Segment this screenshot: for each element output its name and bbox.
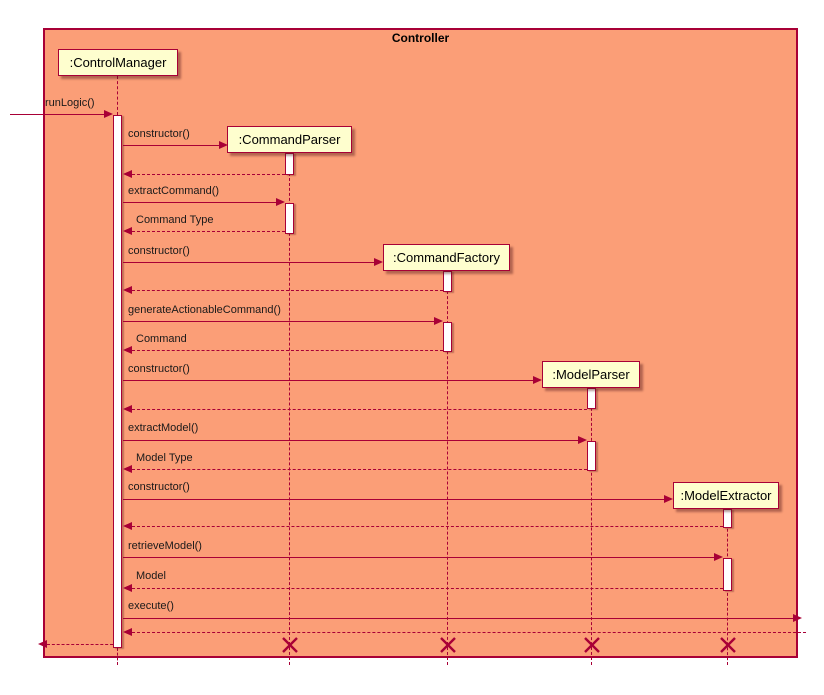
participant-commandfactory: :CommandFactory [383,244,510,271]
returnhead-runlogic-icon [38,640,47,648]
returnhead-command-icon [123,346,132,354]
destroy-commandfactory-icon [440,637,456,653]
returnhead-modelextractor-create-icon [123,522,132,530]
return-runlogic [47,644,113,645]
arrowhead-generateactionablecommand-icon [434,317,443,325]
returnhead-commandfactory-create-icon [123,286,132,294]
participant-controlmanager: :ControlManager [58,49,178,76]
activation-modelextractor-2 [723,558,732,591]
returnhead-model-icon [123,584,132,592]
arrowhead-extractcommand-icon [276,198,285,206]
return-model [132,588,723,589]
message-label: constructor() [128,245,190,257]
arrowhead-runlogic-icon [104,110,113,118]
message-label: execute() [128,600,174,612]
return-modelparser-create [132,409,587,410]
returnhead-commandparser-create-icon [123,170,132,178]
arrowhead-retrievemodel-icon [714,553,723,561]
activation-modelextractor-1 [723,509,732,528]
activation-modelparser-1 [587,388,596,409]
arrow-retrievemodel [123,557,714,558]
message-label: Model Type [136,452,193,464]
returnhead-modeltype-icon [123,465,132,473]
message-label: constructor() [128,363,190,375]
lifeline-commandfactory [447,271,448,665]
arrowhead-extractmodel-icon [578,436,587,444]
activation-modelparser-2 [587,441,596,471]
arrowhead-constructor-commandparser-icon [219,141,228,149]
message-label: extractCommand() [128,185,220,197]
activation-controlmanager [113,115,122,648]
lifeline-controlmanager-bottom [117,648,118,665]
arrow-extractcommand [123,202,276,203]
participant-modelextractor: :ModelExtractor [673,482,779,509]
returnhead-execute-icon [123,628,132,636]
activation-commandfactory-1 [443,271,452,292]
arrow-generateactionablecommand [123,321,434,322]
arrow-extractmodel [123,440,578,441]
activation-commandparser-2 [285,203,294,234]
message-label: Command Type [136,214,214,226]
arrowhead-constructor-commandfactory-icon [374,258,383,266]
return-commandfactory-create [132,290,443,291]
arrow-runlogic [10,114,104,115]
participant-commandparser: :CommandParser [227,126,352,153]
arrow-constructor-commandfactory [123,262,374,263]
return-execute [132,632,806,633]
message-label: constructor() [128,481,190,493]
arrowhead-execute-icon [793,614,802,622]
message-label: retrieveModel() [128,540,202,552]
return-command [132,350,443,351]
return-commandparser-create [132,174,285,175]
return-commandtype [132,231,285,232]
message-label: extractModel() [128,422,199,434]
participant-modelparser: :ModelParser [542,361,640,388]
arrowhead-constructor-modelextractor-icon [664,495,673,503]
returnhead-modelparser-create-icon [123,405,132,413]
arrow-execute [123,618,793,619]
activation-commandfactory-2 [443,322,452,352]
message-label: runLogic() [45,97,95,109]
message-label: Model [136,570,166,582]
returnhead-commandtype-icon [123,227,132,235]
destroy-modelparser-icon [584,637,600,653]
message-label: constructor() [128,128,190,140]
message-label: generateActionableCommand() [128,304,281,316]
lifeline-controlmanager-top [117,76,118,115]
message-label: Command [136,333,187,345]
arrow-constructor-modelparser [123,380,533,381]
destroy-commandparser-icon [282,637,298,653]
return-modelextractor-create [132,526,723,527]
arrowhead-constructor-modelparser-icon [533,376,542,384]
arrow-constructor-modelextractor [123,499,664,500]
activation-commandparser-1 [285,153,294,175]
frame-title: Controller [391,31,450,45]
arrow-constructor-commandparser [123,145,219,146]
return-modeltype [132,469,587,470]
destroy-modelextractor-icon [720,637,736,653]
controller-frame [43,28,798,658]
